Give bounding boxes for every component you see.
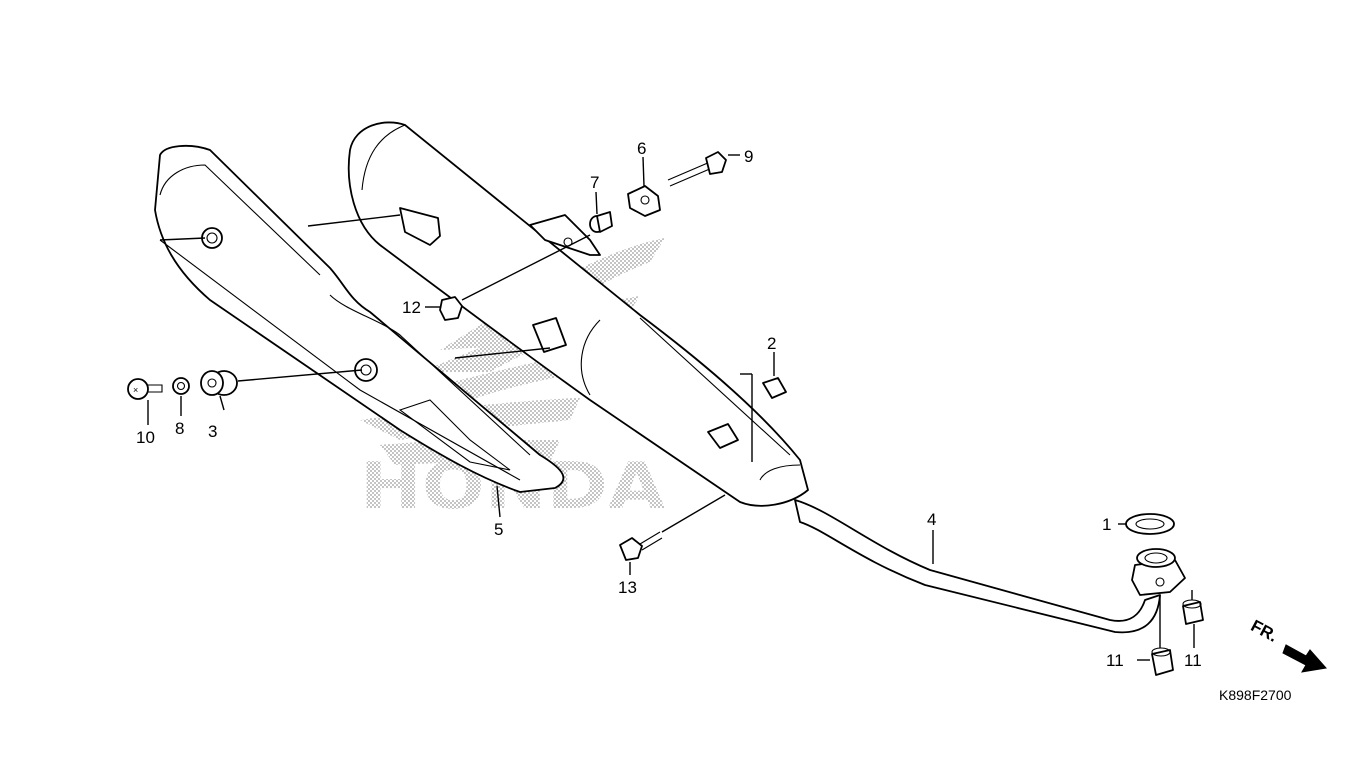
exhaust-pipe-part[interactable] bbox=[794, 499, 1186, 634]
bolt-9-part[interactable] bbox=[667, 151, 727, 187]
heat-shield-part[interactable] bbox=[154, 144, 565, 493]
leader-lines bbox=[147, 154, 1195, 661]
bolt-13-part[interactable] bbox=[619, 531, 663, 561]
front-label: FR. bbox=[1248, 616, 1281, 646]
callout-5: 5 bbox=[494, 520, 503, 539]
callout-11-right: 11 bbox=[1184, 651, 1202, 670]
callout-11-left: 11 bbox=[1106, 651, 1124, 670]
callout-2: 2 bbox=[767, 334, 776, 353]
callout-6: 6 bbox=[637, 139, 646, 158]
nut-11-right-part[interactable] bbox=[1182, 599, 1204, 625]
callout-3: 3 bbox=[208, 422, 217, 441]
rubber-part[interactable] bbox=[762, 377, 787, 399]
front-arrow-icon bbox=[1282, 644, 1327, 673]
callout-8: 8 bbox=[175, 419, 184, 438]
drawing-code: K898F2700 bbox=[1219, 687, 1292, 703]
screw-part[interactable]: × bbox=[127, 378, 163, 400]
grommet-part[interactable] bbox=[200, 370, 238, 396]
muffler-body-part[interactable] bbox=[347, 121, 809, 507]
callout-1: 1 bbox=[1102, 515, 1111, 534]
nut-12-part[interactable] bbox=[439, 296, 463, 321]
bush-part[interactable] bbox=[627, 185, 661, 217]
gasket-part[interactable] bbox=[1125, 513, 1175, 535]
collar-part[interactable] bbox=[589, 211, 613, 233]
washer-part[interactable] bbox=[172, 377, 190, 395]
callout-9: 9 bbox=[744, 147, 753, 166]
nut-11-left-part[interactable] bbox=[1151, 647, 1174, 676]
callout-10: 10 bbox=[136, 428, 155, 447]
svg-text:×: × bbox=[133, 385, 138, 395]
front-direction-indicator: FR. bbox=[1248, 616, 1327, 673]
callout-7: 7 bbox=[590, 173, 599, 192]
callout-13: 13 bbox=[618, 578, 637, 597]
callout-12: 12 bbox=[402, 298, 421, 317]
callout-4: 4 bbox=[927, 510, 936, 529]
